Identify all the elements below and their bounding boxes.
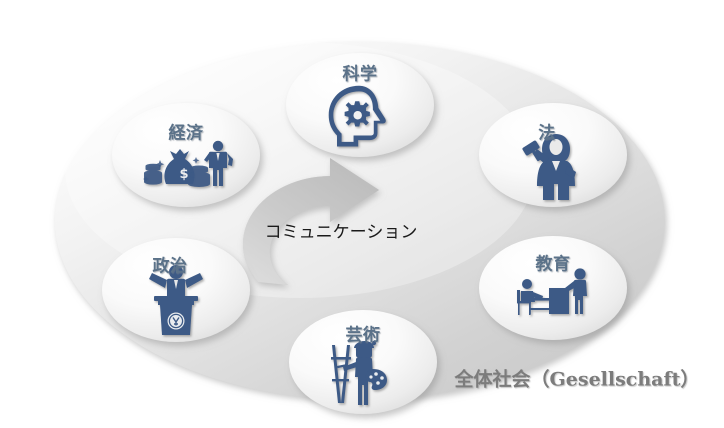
node-law[interactable] xyxy=(479,103,627,207)
node-label-politics: 政治 xyxy=(152,256,188,277)
node-art[interactable] xyxy=(289,310,437,414)
podium-speaker-icon xyxy=(149,265,203,335)
svg-text:$: $ xyxy=(180,167,189,182)
teacher-and-student-desk-icon xyxy=(517,268,587,315)
node-politics[interactable] xyxy=(102,238,250,342)
node-education[interactable] xyxy=(479,236,627,340)
node-label-law: 法 xyxy=(538,123,556,144)
node-label-education: 教育 xyxy=(535,254,571,275)
society-title-label: 全体社会（Gesellschaft） xyxy=(454,368,700,391)
money-bag-coins-businessman-icon: $ xyxy=(143,140,233,187)
painter-easel-palette-icon xyxy=(331,340,387,405)
cycle-arrows-icon xyxy=(242,158,379,285)
center-communication-label: コミュニケーション xyxy=(264,222,418,243)
node-economy[interactable]: $ xyxy=(112,103,260,207)
judge-with-gavel-icon xyxy=(522,134,576,200)
node-label-art: 芸術 xyxy=(345,325,381,346)
head-with-gear-icon xyxy=(328,85,386,147)
node-label-science: 科学 xyxy=(342,64,378,85)
node-label-economy: 経済 xyxy=(168,123,204,144)
node-science[interactable] xyxy=(286,53,434,157)
